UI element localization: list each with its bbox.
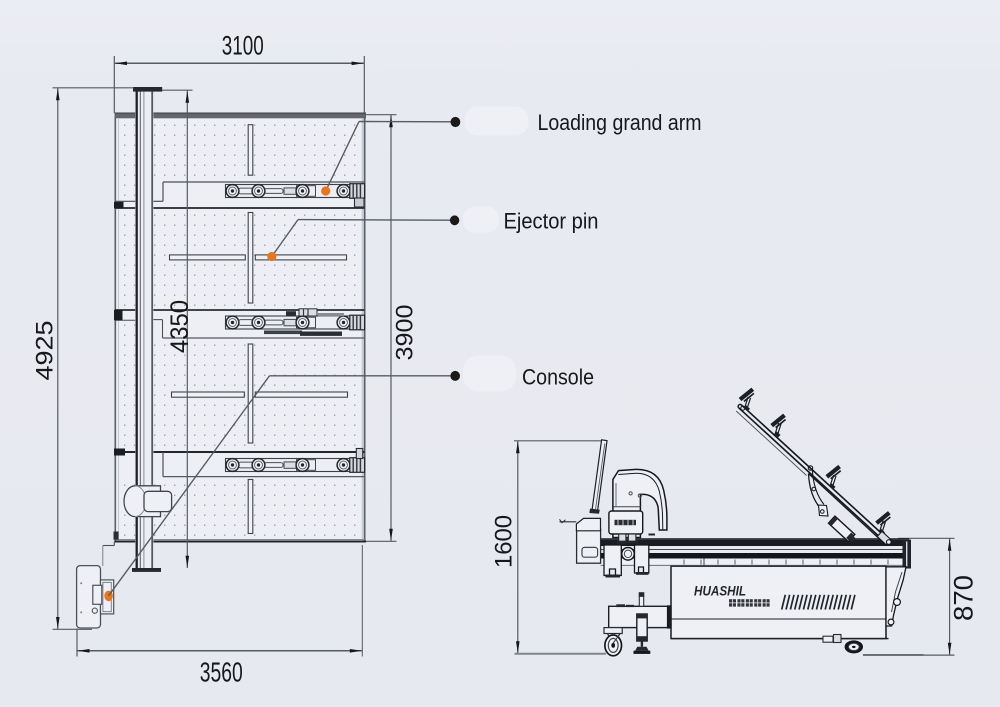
svg-text:HUASHIL: HUASHIL <box>694 584 746 599</box>
svg-text:1600: 1600 <box>491 515 518 568</box>
svg-text:3900: 3900 <box>392 305 419 361</box>
svg-text:4350: 4350 <box>166 300 194 353</box>
svg-text:Ejector pin: Ejector pin <box>504 209 599 234</box>
svg-text:3560: 3560 <box>200 656 243 687</box>
svg-text:Console: Console <box>522 364 594 389</box>
svg-text:870: 870 <box>949 575 979 621</box>
svg-text:4925: 4925 <box>32 321 59 381</box>
svg-text:Loading grand arm: Loading grand arm <box>538 110 702 135</box>
svg-text:3100: 3100 <box>222 30 264 60</box>
